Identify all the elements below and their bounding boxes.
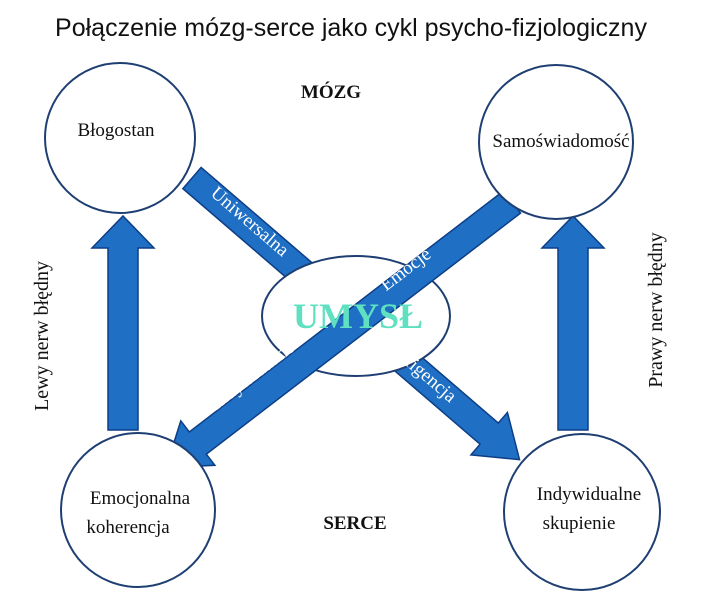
diagram-title: Połączenie mózg-serce jako cykl psycho-f… <box>55 14 647 42</box>
node-label-skupienie: skupienie <box>543 513 616 534</box>
node-label-blogostan: Błogostan <box>77 120 155 141</box>
right-nerve-label: Prawy nerw błędny <box>645 232 667 388</box>
arrow-label-uniwersalna: Uniwersalna <box>206 183 293 262</box>
node-label-indywidualne: Indywidualne <box>537 484 641 505</box>
node-label-koherencja: koherencja <box>86 517 170 538</box>
node-label-emocjonalna: Emocjonalna <box>90 488 191 509</box>
node-circle-indywidualne-skupienie <box>503 433 661 591</box>
node-label-samoswiadomosc: Samoświadomość <box>492 131 629 152</box>
right-vertical-arrow <box>540 214 606 431</box>
node-circle-emocjonalna-koherencja <box>60 432 216 588</box>
mind-label: UMYSŁ <box>293 296 423 336</box>
node-circle-samoswiadomosc <box>478 64 634 220</box>
left-nerve-label: Lewy nerw błędny <box>31 261 53 411</box>
node-circle-blogostan <box>44 62 196 214</box>
heart-label: SERCE <box>323 513 386 534</box>
brain-label: MÓZG <box>301 81 361 103</box>
left-vertical-arrow <box>90 214 156 431</box>
